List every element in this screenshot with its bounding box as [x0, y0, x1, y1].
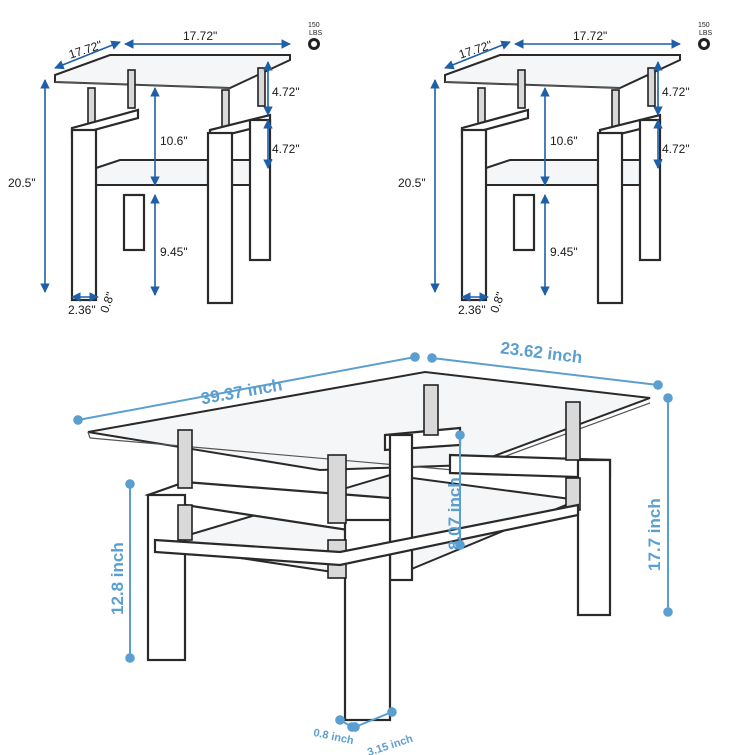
end-table-left: 17.72" 17.72" 20.5" 10.6" 9.45" 4.72" 4.…	[8, 22, 323, 317]
top-width-label: 17.72"	[183, 29, 217, 43]
leg	[576, 458, 612, 617]
leg-depth-label: 0.8"	[97, 290, 117, 314]
glass-shelf	[72, 159, 273, 186]
svg-text:150: 150	[698, 22, 710, 29]
post	[647, 67, 656, 107]
post	[611, 89, 620, 129]
leg-depth-label: 0.8"	[487, 290, 507, 314]
top-depth-label: 17.72"	[67, 38, 104, 62]
top-depth-label: 17.72"	[457, 38, 494, 62]
leg	[388, 433, 414, 582]
svg-text:LBS: LBS	[309, 30, 323, 37]
post	[565, 401, 581, 461]
post-height-top-label: 4.72"	[272, 85, 300, 99]
weight-capacity-badge: 150 LBS	[308, 22, 323, 50]
leg	[70, 128, 98, 302]
post	[221, 89, 230, 129]
post	[477, 87, 486, 127]
leg-width-label: 2.36"	[68, 303, 96, 317]
leg	[248, 118, 272, 262]
weight-capacity-badge: 150 LBS	[698, 22, 713, 50]
post	[127, 69, 136, 109]
leg-width-label: 2.36"	[458, 303, 486, 317]
svg-text:LBS: LBS	[699, 30, 713, 37]
post-height-mid-label: 4.72"	[662, 142, 690, 156]
coffee-table: 39.37 inch 23.62 inch 17.7 inch 12.8 inc…	[73, 338, 673, 755]
post	[177, 504, 193, 541]
top-width-label: 17.72"	[573, 29, 607, 43]
height-label: 17.7 inch	[645, 498, 664, 571]
total-height-label: 20.5"	[8, 176, 36, 190]
shelf-height-label: 12.8 inch	[108, 542, 127, 615]
post	[177, 429, 193, 489]
post	[423, 384, 439, 436]
leg	[596, 131, 624, 305]
glass-shelf	[462, 159, 663, 186]
post-height-mid-label: 4.72"	[272, 142, 300, 156]
upper-gap-label: 10.6"	[550, 134, 578, 148]
leg	[122, 193, 146, 252]
width-label: 23.62 inch	[499, 338, 583, 367]
end-table-right: 17.72" 17.72" 20.5" 10.6" 9.45" 4.72" 4.…	[398, 22, 713, 317]
leg	[460, 128, 488, 302]
upper-gap-label: 10.6"	[160, 134, 188, 148]
leg-depth-label: 0.8 inch	[312, 727, 355, 747]
leg	[206, 131, 234, 305]
leg	[638, 118, 662, 262]
post	[517, 69, 526, 109]
leg	[512, 193, 536, 252]
post	[257, 67, 266, 107]
lower-gap-label: 9.45"	[160, 245, 188, 259]
svg-text:150: 150	[308, 22, 320, 29]
post	[87, 87, 96, 127]
leg-width-label: 3.15 inch	[366, 733, 415, 755]
post	[327, 454, 347, 524]
shelf-gap-label: 8.07 inch	[445, 477, 464, 550]
post-height-top-label: 4.72"	[662, 85, 690, 99]
total-height-label: 20.5"	[398, 176, 426, 190]
lower-gap-label: 9.45"	[550, 245, 578, 259]
